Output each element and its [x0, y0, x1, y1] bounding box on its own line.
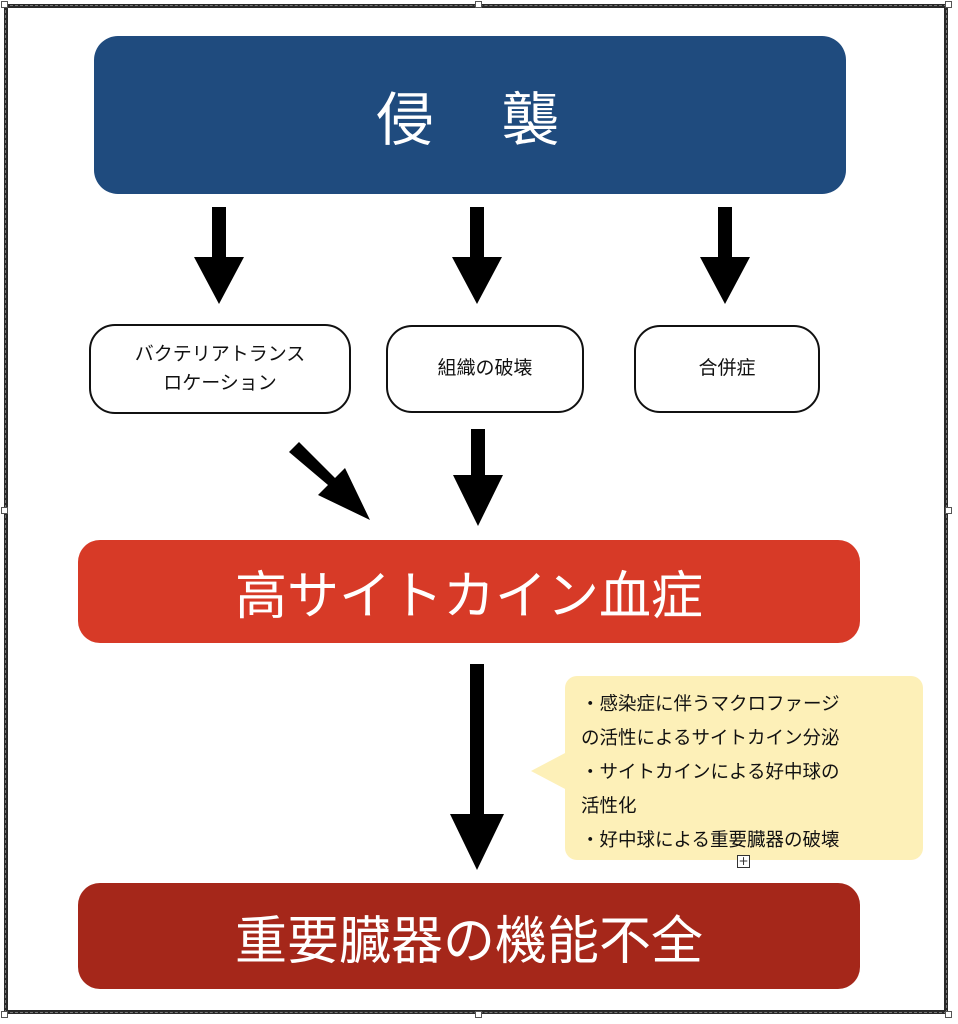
note-line-5: ・好中球による重要臓器の破壊: [581, 830, 840, 851]
resize-handle-top-right[interactable]: [945, 1, 952, 8]
resize-handle-top-center[interactable]: [475, 1, 482, 8]
arrow-diagonal-icon: [289, 442, 370, 520]
resize-handle-top-left[interactable]: [1, 1, 8, 8]
hypercytokinemia-box: 高サイトカイン血症: [78, 540, 860, 643]
arrow-down-icon: [452, 207, 502, 304]
arrow-down-icon: [194, 207, 244, 304]
arrow-down-icon: [450, 664, 504, 870]
tissue-destruction-box: 組織の破壊: [386, 325, 584, 413]
arrow-down-icon: [453, 429, 503, 526]
hypercytokinemia-label: 高サイトカイン血症: [234, 567, 703, 627]
resize-handle-bottom-right[interactable]: [945, 1011, 952, 1018]
resize-handle-middle-left[interactable]: [1, 507, 8, 514]
bacterial-translocation-line-2: ロケーション: [163, 372, 277, 394]
note-line-4: 活性化: [581, 796, 637, 817]
callout-note: ・感染症に伴うマクロファージ の活性によるサイトカイン分泌 ・サイトカインによる…: [565, 676, 923, 860]
arrow-down-icon: [700, 207, 750, 304]
bacterial-translocation-line-1: バクテリアトランス: [134, 342, 306, 365]
resize-handle-middle-right[interactable]: [945, 507, 952, 514]
resize-handle-bottom-left[interactable]: [1, 1011, 8, 1018]
bacterial-translocation-box: バクテリアトランス ロケーション: [89, 324, 351, 414]
note-line-2: の活性によるサイトカイン分泌: [581, 728, 840, 749]
callout-tail: [531, 752, 567, 790]
invasion-box: 侵 襲: [94, 36, 846, 194]
organ-failure-label: 重要臓器の機能不全: [234, 911, 703, 972]
resize-handle-bottom-center[interactable]: [475, 1011, 482, 1018]
organ-failure-box: 重要臓器の機能不全: [78, 883, 860, 989]
tissue-destruction-label: 組織の破壊: [437, 357, 533, 380]
note-line-1: ・感染症に伴うマクロファージ: [581, 694, 840, 715]
note-line-3: ・サイトカインによる好中球の: [581, 762, 840, 783]
expand-icon[interactable]: +: [737, 854, 750, 868]
complication-label: 合併症: [698, 357, 756, 380]
invasion-label: 侵 襲: [376, 86, 564, 154]
complication-box: 合併症: [634, 325, 820, 413]
